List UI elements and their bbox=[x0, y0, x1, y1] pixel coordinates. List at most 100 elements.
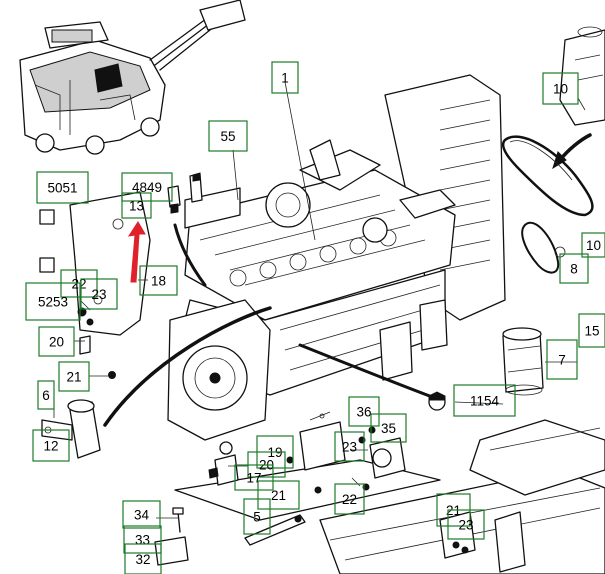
callout-box bbox=[257, 480, 300, 510]
callout-23[interactable]: 23 bbox=[80, 278, 118, 310]
callout-box bbox=[121, 172, 173, 202]
callout-label: 6 bbox=[42, 388, 50, 403]
callout-label: 4849 bbox=[132, 180, 162, 195]
callout-label: 1154 bbox=[470, 394, 500, 409]
callout-4849[interactable]: 4849 bbox=[121, 172, 173, 202]
callout-18[interactable]: 18 bbox=[139, 265, 178, 296]
callout-23[interactable]: 23 bbox=[447, 509, 485, 540]
callout-label: 55 bbox=[220, 129, 235, 144]
callout-label: 8 bbox=[570, 262, 578, 277]
callout-34[interactable]: 34 bbox=[122, 500, 161, 529]
callout-1[interactable]: 1 bbox=[271, 61, 299, 94]
callout-label: 18 bbox=[151, 274, 166, 289]
callout-box bbox=[542, 72, 579, 105]
pressure-sensor bbox=[428, 391, 446, 411]
callout-label: 36 bbox=[356, 405, 371, 420]
callout-label: 35 bbox=[381, 421, 396, 436]
callout-box bbox=[25, 282, 81, 321]
callout-label: 21 bbox=[271, 488, 286, 503]
harness-cable bbox=[173, 223, 207, 287]
callout-20[interactable]: 20 bbox=[38, 326, 75, 357]
callout-label: 22 bbox=[342, 492, 357, 507]
callout-label: 23 bbox=[342, 440, 357, 455]
callout-36[interactable]: 36 bbox=[348, 396, 380, 427]
callout-label: 32 bbox=[135, 552, 150, 567]
callout-23[interactable]: 23 bbox=[334, 431, 365, 462]
callout-box bbox=[334, 483, 365, 515]
callout-15[interactable]: 15 bbox=[578, 313, 605, 348]
callout-layer: 1 55 5051 4849 13 18 22 23 5253 20 21 6 12 10 10 8 15 7 11… bbox=[25, 61, 605, 574]
harness-cable bbox=[103, 306, 272, 427]
callout-box bbox=[234, 464, 274, 491]
callout-box bbox=[348, 396, 380, 427]
callout-1154[interactable]: 1154 bbox=[453, 384, 516, 417]
callout-box bbox=[581, 232, 605, 258]
callout-label: 23 bbox=[91, 287, 106, 302]
callout-box bbox=[32, 429, 70, 462]
callout-label: 10 bbox=[586, 238, 601, 253]
callout-10[interactable]: 10 bbox=[581, 232, 605, 258]
mounting-bracket bbox=[39, 191, 151, 379]
callout-label: 17 bbox=[246, 471, 261, 486]
belt-parts bbox=[501, 26, 605, 274]
sensor-probes bbox=[167, 172, 203, 214]
callout-box bbox=[37, 380, 55, 410]
callout-label: 34 bbox=[134, 508, 150, 523]
callout-box bbox=[58, 361, 90, 392]
callout-label: 21 bbox=[66, 370, 81, 385]
engine-assembly bbox=[167, 74, 506, 441]
callout-box bbox=[121, 192, 152, 219]
callout-13[interactable]: 13 bbox=[121, 192, 152, 219]
callout-12[interactable]: 12 bbox=[32, 429, 70, 462]
callout-5[interactable]: 5 bbox=[243, 498, 271, 535]
callout-box bbox=[139, 265, 178, 296]
callout-box bbox=[370, 413, 407, 443]
fuel-filter bbox=[502, 327, 544, 396]
callout-label: 5253 bbox=[38, 295, 68, 310]
small-hardware bbox=[154, 411, 469, 566]
callout-box bbox=[36, 171, 89, 204]
callout-label: 20 bbox=[49, 335, 64, 350]
callout-label: 1 bbox=[281, 71, 289, 86]
callout-55[interactable]: 55 bbox=[208, 120, 248, 152]
callout-35[interactable]: 35 bbox=[370, 413, 407, 443]
callout-box bbox=[334, 431, 365, 462]
callout-label: 5051 bbox=[47, 181, 77, 196]
callout-box bbox=[546, 339, 578, 380]
callout-box bbox=[243, 498, 271, 535]
callout-label: 7 bbox=[558, 353, 566, 368]
callout-8[interactable]: 8 bbox=[559, 253, 589, 284]
callout-label: 5 bbox=[253, 510, 261, 525]
callout-box bbox=[38, 326, 75, 357]
callout-label: 12 bbox=[43, 439, 58, 454]
callout-box bbox=[123, 525, 162, 554]
callout-21[interactable]: 21 bbox=[58, 361, 90, 392]
callout-label: 23 bbox=[458, 518, 473, 533]
callout-label: 10 bbox=[553, 82, 568, 97]
callout-box bbox=[447, 509, 485, 540]
callout-5253[interactable]: 5253 bbox=[25, 282, 81, 321]
callout-label: 13 bbox=[129, 199, 144, 214]
callout-box bbox=[208, 120, 248, 152]
callout-box bbox=[122, 500, 161, 529]
callout-box bbox=[124, 543, 162, 574]
callout-10[interactable]: 10 bbox=[542, 72, 579, 105]
callout-label: 22 bbox=[71, 277, 86, 292]
callout-label: 15 bbox=[584, 324, 599, 339]
belt-arrow-curve bbox=[558, 133, 592, 162]
callout-7[interactable]: 7 bbox=[546, 339, 578, 380]
callout-5051[interactable]: 5051 bbox=[36, 171, 89, 204]
callout-box bbox=[271, 61, 299, 94]
harness-cable bbox=[298, 343, 437, 400]
callout-21[interactable]: 21 bbox=[257, 480, 300, 510]
machine-overview-thumbnail bbox=[19, 0, 246, 155]
callout-22[interactable]: 22 bbox=[334, 483, 365, 515]
chassis-frame bbox=[174, 419, 605, 574]
callout-6[interactable]: 6 bbox=[37, 380, 55, 410]
callout-label: 33 bbox=[135, 533, 150, 548]
callout-box bbox=[559, 253, 589, 284]
callout-box bbox=[453, 384, 516, 417]
callout-32[interactable]: 32 bbox=[124, 543, 162, 574]
red-pointer-arrow bbox=[127, 221, 146, 283]
